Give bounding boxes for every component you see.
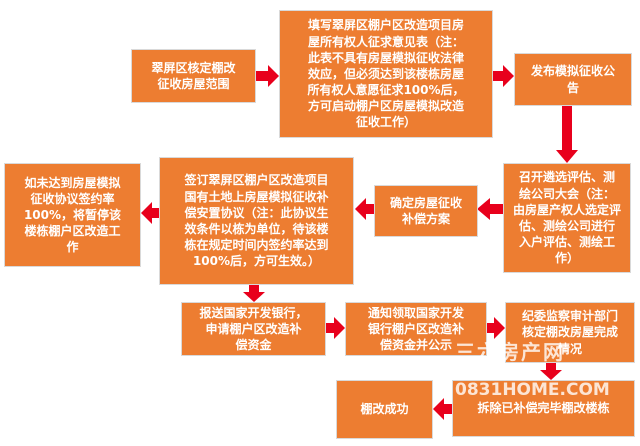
box-demolish-text: 拆除已补偿完毕棚改楼栋 xyxy=(477,401,610,416)
arrow-plan-to-agreement xyxy=(355,198,374,220)
arrow-demolish-to-success xyxy=(433,398,452,420)
arrow-publish-to-meeting xyxy=(556,106,578,163)
box-compensation-plan-text: 确定房屋征收 补偿方案 xyxy=(389,195,462,226)
arrow-range-to-form xyxy=(256,65,279,87)
arrow-audit-to-demolish xyxy=(540,363,562,380)
arrow-agreement-to-bank xyxy=(243,285,265,302)
arrow-bank-to-notify xyxy=(326,317,345,339)
box-publish-notice: 发布模拟征收公 告 xyxy=(514,53,632,106)
box-housing-range: 翠屏区核定棚改 征收房屋范围 xyxy=(131,49,256,103)
box-housing-range-text: 翠屏区核定棚改 征收房屋范围 xyxy=(151,60,236,91)
arrow-form-to-publish xyxy=(493,65,514,87)
arrow-agreement-to-fail xyxy=(141,202,159,224)
watermark-site-url: 0831HOME.COM xyxy=(455,380,610,400)
box-success-text: 棚改成功 xyxy=(360,402,409,417)
box-demolish: 拆除已补偿完毕棚改楼栋 xyxy=(452,380,635,437)
box-sign-agreement: 签订翠屏区棚户区改造项目 国有土地上房屋模拟征收补 偿安置协议（注：此协议生 效… xyxy=(159,157,354,285)
box-notify-funds-text: 通知领取国家开发 银行棚户区改造补 偿资金并公示 xyxy=(367,305,464,353)
box-selection-meeting-text: 召开遴选评估、测 绘公司大会（注： 由房屋产权人选定评 估、测绘公司进行 入户评… xyxy=(512,170,621,266)
box-success: 棚改成功 xyxy=(336,380,433,439)
box-audit-check-text: 纪委监察审计部门 核定棚改房屋完成 情况 xyxy=(521,309,618,356)
box-compensation-plan: 确定房屋征收 补偿方案 xyxy=(374,185,478,237)
watermark-site-name: 三六房产网 xyxy=(455,340,565,364)
box-apply-bank-funds-text: 报送国家开发银行， 申请棚户区改造补 偿资金 xyxy=(199,305,308,353)
box-selection-meeting: 召开遴选评估、测 绘公司大会（注： 由房屋产权人选定评 估、测绘公司进行 入户评… xyxy=(503,163,631,273)
box-owner-survey-form: 填写翠屏区棚户区改造项目房 屋所有权人征求意见表（注： 此表不具有房屋模拟征收法… xyxy=(279,10,493,138)
box-suspend-work: 如未达到房屋模拟 征收协议签约率 100%，将暂停该 楼栋棚户区改造工 作 xyxy=(4,163,141,267)
box-sign-agreement-text: 签订翠屏区棚户区改造项目 国有土地上房屋模拟征收补 偿安置协议（注：此协议生 效… xyxy=(184,173,329,269)
box-publish-notice-text: 发布模拟征收公 告 xyxy=(530,64,615,95)
arrow-meeting-to-plan xyxy=(477,198,503,220)
box-audit-check: 纪委监察审计部门 核定棚改房屋完成 情况 xyxy=(505,302,635,363)
box-apply-bank-funds: 报送国家开发银行， 申请棚户区改造补 偿资金 xyxy=(181,302,326,356)
box-suspend-work-text: 如未达到房屋模拟 征收协议签约率 100%，将暂停该 楼栋棚户区改造工 作 xyxy=(23,175,122,255)
box-owner-survey-form-text: 填写翠屏区棚户区改造项目房 屋所有权人征求意见表（注： 此表不具有房屋模拟征收法… xyxy=(307,18,465,130)
box-notify-funds: 通知领取国家开发 银行棚户区改造补 偿资金并公示 xyxy=(345,302,487,356)
